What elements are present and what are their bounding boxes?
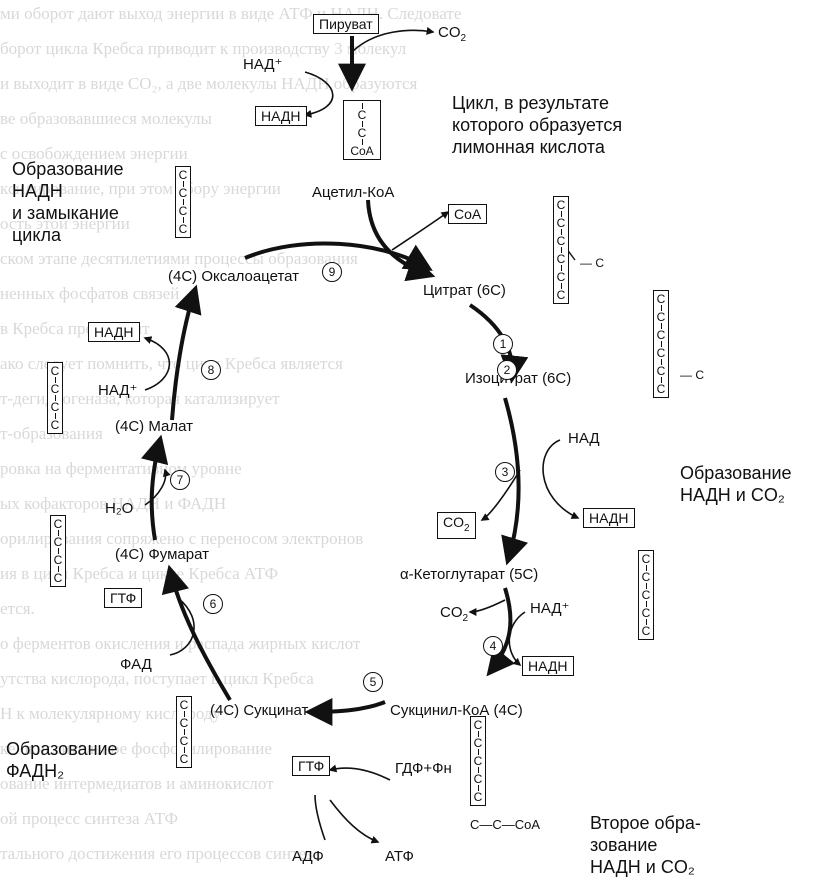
- arrow-isocitrate-to-akg: [501, 397, 528, 566]
- background-text-line: ском этапе десятилетиями процессы образо…: [0, 249, 358, 268]
- isocitrate-label: Изоцитрат (6С): [465, 370, 572, 387]
- succinate-label: (4С) Сукцинат: [210, 702, 309, 719]
- succinyl-coa-molecule: C C C C C: [470, 716, 486, 806]
- background-text-line: ия в цикл Кребса и цикле Кребса АТФ: [0, 564, 279, 583]
- atp-label: АТФ: [385, 848, 414, 865]
- background-text-line: орилирования сопряжено с переносом элект…: [0, 529, 364, 548]
- step-2: 2: [497, 360, 517, 380]
- co2-box-3: CO2: [437, 512, 476, 539]
- nadh-box-4: НАДН: [522, 656, 574, 676]
- background-text-line: ке окислительное фосфорилирование: [0, 739, 272, 758]
- background-text-line: ако следует помнить, что цикл Кребса явл…: [0, 354, 343, 373]
- background-text-line: Н к молекулярному кислороду: [0, 704, 221, 723]
- nad-plus-label-4: НАД⁺: [530, 600, 570, 617]
- nad-plus-label-8: НАД⁺: [98, 382, 138, 399]
- nadh-box-3: НАДН: [583, 508, 635, 528]
- background-text-line: ве образовавшиеся молекулы: [0, 109, 212, 128]
- background-text-line: ненных фосфатов связей: [0, 284, 180, 303]
- gtp-box-6: ГТФ: [104, 588, 143, 608]
- oxaloacetate-label: (4С) Оксалоацетат: [168, 268, 300, 285]
- malate-molecule: C C C C: [47, 362, 63, 434]
- citrate-branch: — C: [580, 256, 605, 270]
- background-text-line: т-дегидрогеназа, которая катализирует: [0, 389, 280, 408]
- isocitrate-molecule: C C C C C C: [653, 290, 669, 398]
- coa-box: CoA: [448, 204, 488, 224]
- background-text-line: тального достижения его процессов синтез…: [0, 844, 321, 863]
- nad-label-3: НАД: [568, 430, 600, 447]
- step-3: 3: [495, 462, 515, 482]
- nadh-box-1: НАДН: [255, 106, 307, 126]
- background-text-line: утства кислорода, поступает в цикл Кребс…: [0, 669, 314, 688]
- background-text-line: ется.: [0, 599, 35, 618]
- arrow-fumarate-to-malate: [140, 434, 169, 541]
- step-1: 1: [493, 334, 513, 354]
- acetyl-coa-molecule: C C CoA: [343, 100, 381, 160]
- citrate-molecule: C C C C C C: [553, 196, 569, 304]
- arrow-succinyl-to-succinate: [304, 697, 386, 726]
- background-text-line: и выходит в виде CO₂, а две молекулы НАД…: [0, 74, 418, 93]
- gdp-pi-label: ГДФ+Фн: [395, 760, 452, 777]
- co2-label-4: CO2: [440, 604, 469, 624]
- fumarate-label: (4С) Фумарат: [115, 546, 209, 563]
- background-text-line: ость этой энергии: [0, 214, 130, 233]
- arrow-adp-to-gtp: [314, 794, 326, 841]
- note-second-nadh-co2: Второе обра-зование НАДН и CO₂: [590, 813, 701, 877]
- arrow-fad-to-fadh2: [169, 597, 195, 656]
- background-text-line: ксилирование, при этом сбору энергии: [0, 179, 281, 198]
- arrow-co2-release-4: [468, 599, 506, 616]
- arrow-malate-to-oxaloacetate: [170, 284, 202, 421]
- arrow-co2-release-3: [480, 469, 521, 521]
- succinyl-coa-tail: C—C—CoA: [470, 817, 541, 832]
- arrow-nad-to-nadh-1: [303, 71, 334, 118]
- step-4: 4: [483, 636, 503, 656]
- step-6: 6: [203, 594, 223, 614]
- pyruvate-box: Пируват: [313, 14, 379, 34]
- citrate-label: Цитрат (6С): [423, 282, 506, 299]
- step-7: 7: [170, 470, 190, 490]
- background-text-line: с освобождением энергии: [0, 144, 188, 163]
- adp-label: АДФ: [292, 848, 324, 865]
- arrow-succinate-to-fumarate: [161, 564, 232, 702]
- oxaloacetate-molecule: C C C C: [175, 166, 191, 238]
- arrow-akg-to-succinyl: [486, 587, 515, 677]
- nad-plus-label-1: НАД⁺: [243, 56, 283, 73]
- arrow-nad-to-nadh-4: [508, 611, 526, 667]
- background-text-line: ой процесс синтеза АТФ: [0, 809, 179, 828]
- fad-label: ФАД: [120, 656, 152, 673]
- arrow-gtp-to-atp: [329, 799, 380, 844]
- arrow-co2-release-1: [351, 26, 435, 53]
- water-label: H₂O: [105, 500, 134, 517]
- background-text-line: о ферментов окисления и распада жирных к…: [0, 634, 361, 653]
- acetyl-coa-label: Ацетил-КоА: [312, 184, 395, 201]
- nadh-box-8: НАДН: [88, 322, 140, 342]
- arrow-nad-to-nadh-3: [542, 439, 580, 519]
- background-text-line: ых кофакторов НАДН и ФАДН: [0, 494, 227, 513]
- arrow-oxaloacetate-to-citrate: [244, 241, 433, 271]
- step-9: 9: [322, 262, 342, 282]
- arrow-water-in: [144, 468, 171, 506]
- succinate-molecule: C C C C: [176, 696, 192, 768]
- gtp-box-5: ГТФ: [292, 756, 331, 776]
- step-5: 5: [363, 672, 383, 692]
- arrow-coa-release: [391, 211, 450, 251]
- isocitrate-branch: — C: [680, 368, 705, 382]
- alpha-kg-molecule: C C C C C: [638, 550, 654, 640]
- succinyl-coa-label: Сукцинил-КоА (4С): [390, 702, 523, 719]
- background-text-line: ование интермедиатов и аминокислот: [0, 774, 274, 793]
- co2-label-1: CO2: [438, 24, 467, 44]
- alpha-kg-label: α-Кетоглутарат (5С): [400, 566, 539, 583]
- arrow-nad-to-nadh-8: [143, 336, 171, 391]
- malate-label: (4С) Малат: [115, 418, 193, 435]
- background-text-line: борот цикла Кребса приводит к производст…: [0, 39, 407, 58]
- fumarate-molecule: C C C C: [50, 515, 66, 587]
- step-8: 8: [201, 360, 221, 380]
- arrow-gdp-to-gtp: [328, 764, 391, 781]
